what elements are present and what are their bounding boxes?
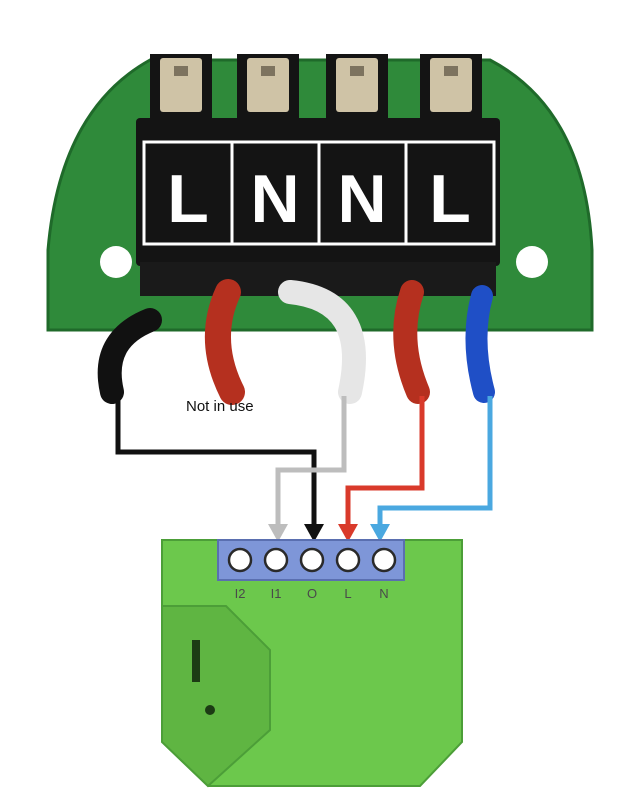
module-led (205, 705, 215, 715)
terminal-label-i1: I1 (271, 586, 282, 601)
white-wire-loop (278, 280, 366, 404)
not-in-use-note: Not in use (186, 398, 254, 415)
blue-wire-loop (465, 285, 495, 403)
push-terminals (150, 54, 482, 120)
terminal-hole-l (335, 547, 361, 573)
blue-wire (377, 396, 493, 526)
push-terminal-slot (174, 66, 188, 76)
terminal-label-i2: I2 (235, 586, 246, 601)
relay-module: I2 I1 O L N (161, 539, 463, 788)
module-shading (161, 605, 271, 788)
blue-wire-arrowhead (370, 524, 390, 542)
push-terminal-cap (430, 58, 472, 112)
red-wire-loop-right (393, 280, 430, 404)
red-wire-arrowhead (338, 524, 358, 542)
push-terminal-cap (247, 58, 289, 112)
push-terminal-slot (350, 66, 364, 76)
module-slot (192, 640, 200, 682)
black-wire-arrowhead (304, 524, 324, 542)
terminal-label-n: N (379, 586, 388, 601)
red-wire-loop-left (204, 279, 245, 405)
switch-connector-assembly: L N N L (46, 54, 594, 405)
terminal-hole-i2 (227, 547, 253, 573)
block-label-4: L (429, 161, 471, 237)
connection-lines (115, 396, 493, 542)
grey-wire-arrowhead (268, 524, 288, 542)
red-wire (345, 396, 425, 526)
black-wire (115, 396, 317, 526)
terminal-label-o: O (307, 586, 317, 601)
terminal-hole-o (299, 547, 325, 573)
mounting-hole-right (516, 246, 548, 278)
black-wire-loop (97, 308, 162, 404)
terminal-hole-n (371, 547, 397, 573)
push-terminal-slot (444, 66, 458, 76)
block-label-2: N (250, 161, 299, 237)
terminal-label-l: L (344, 586, 351, 601)
terminal-hole-i1 (263, 547, 289, 573)
mounting-hole-left (100, 246, 132, 278)
push-terminal-cap (336, 58, 378, 112)
block-label-1: L (167, 161, 209, 237)
push-terminal-cap (160, 58, 202, 112)
block-label-3: N (337, 161, 386, 237)
grey-wire (275, 396, 347, 526)
push-terminal-slot (261, 66, 275, 76)
